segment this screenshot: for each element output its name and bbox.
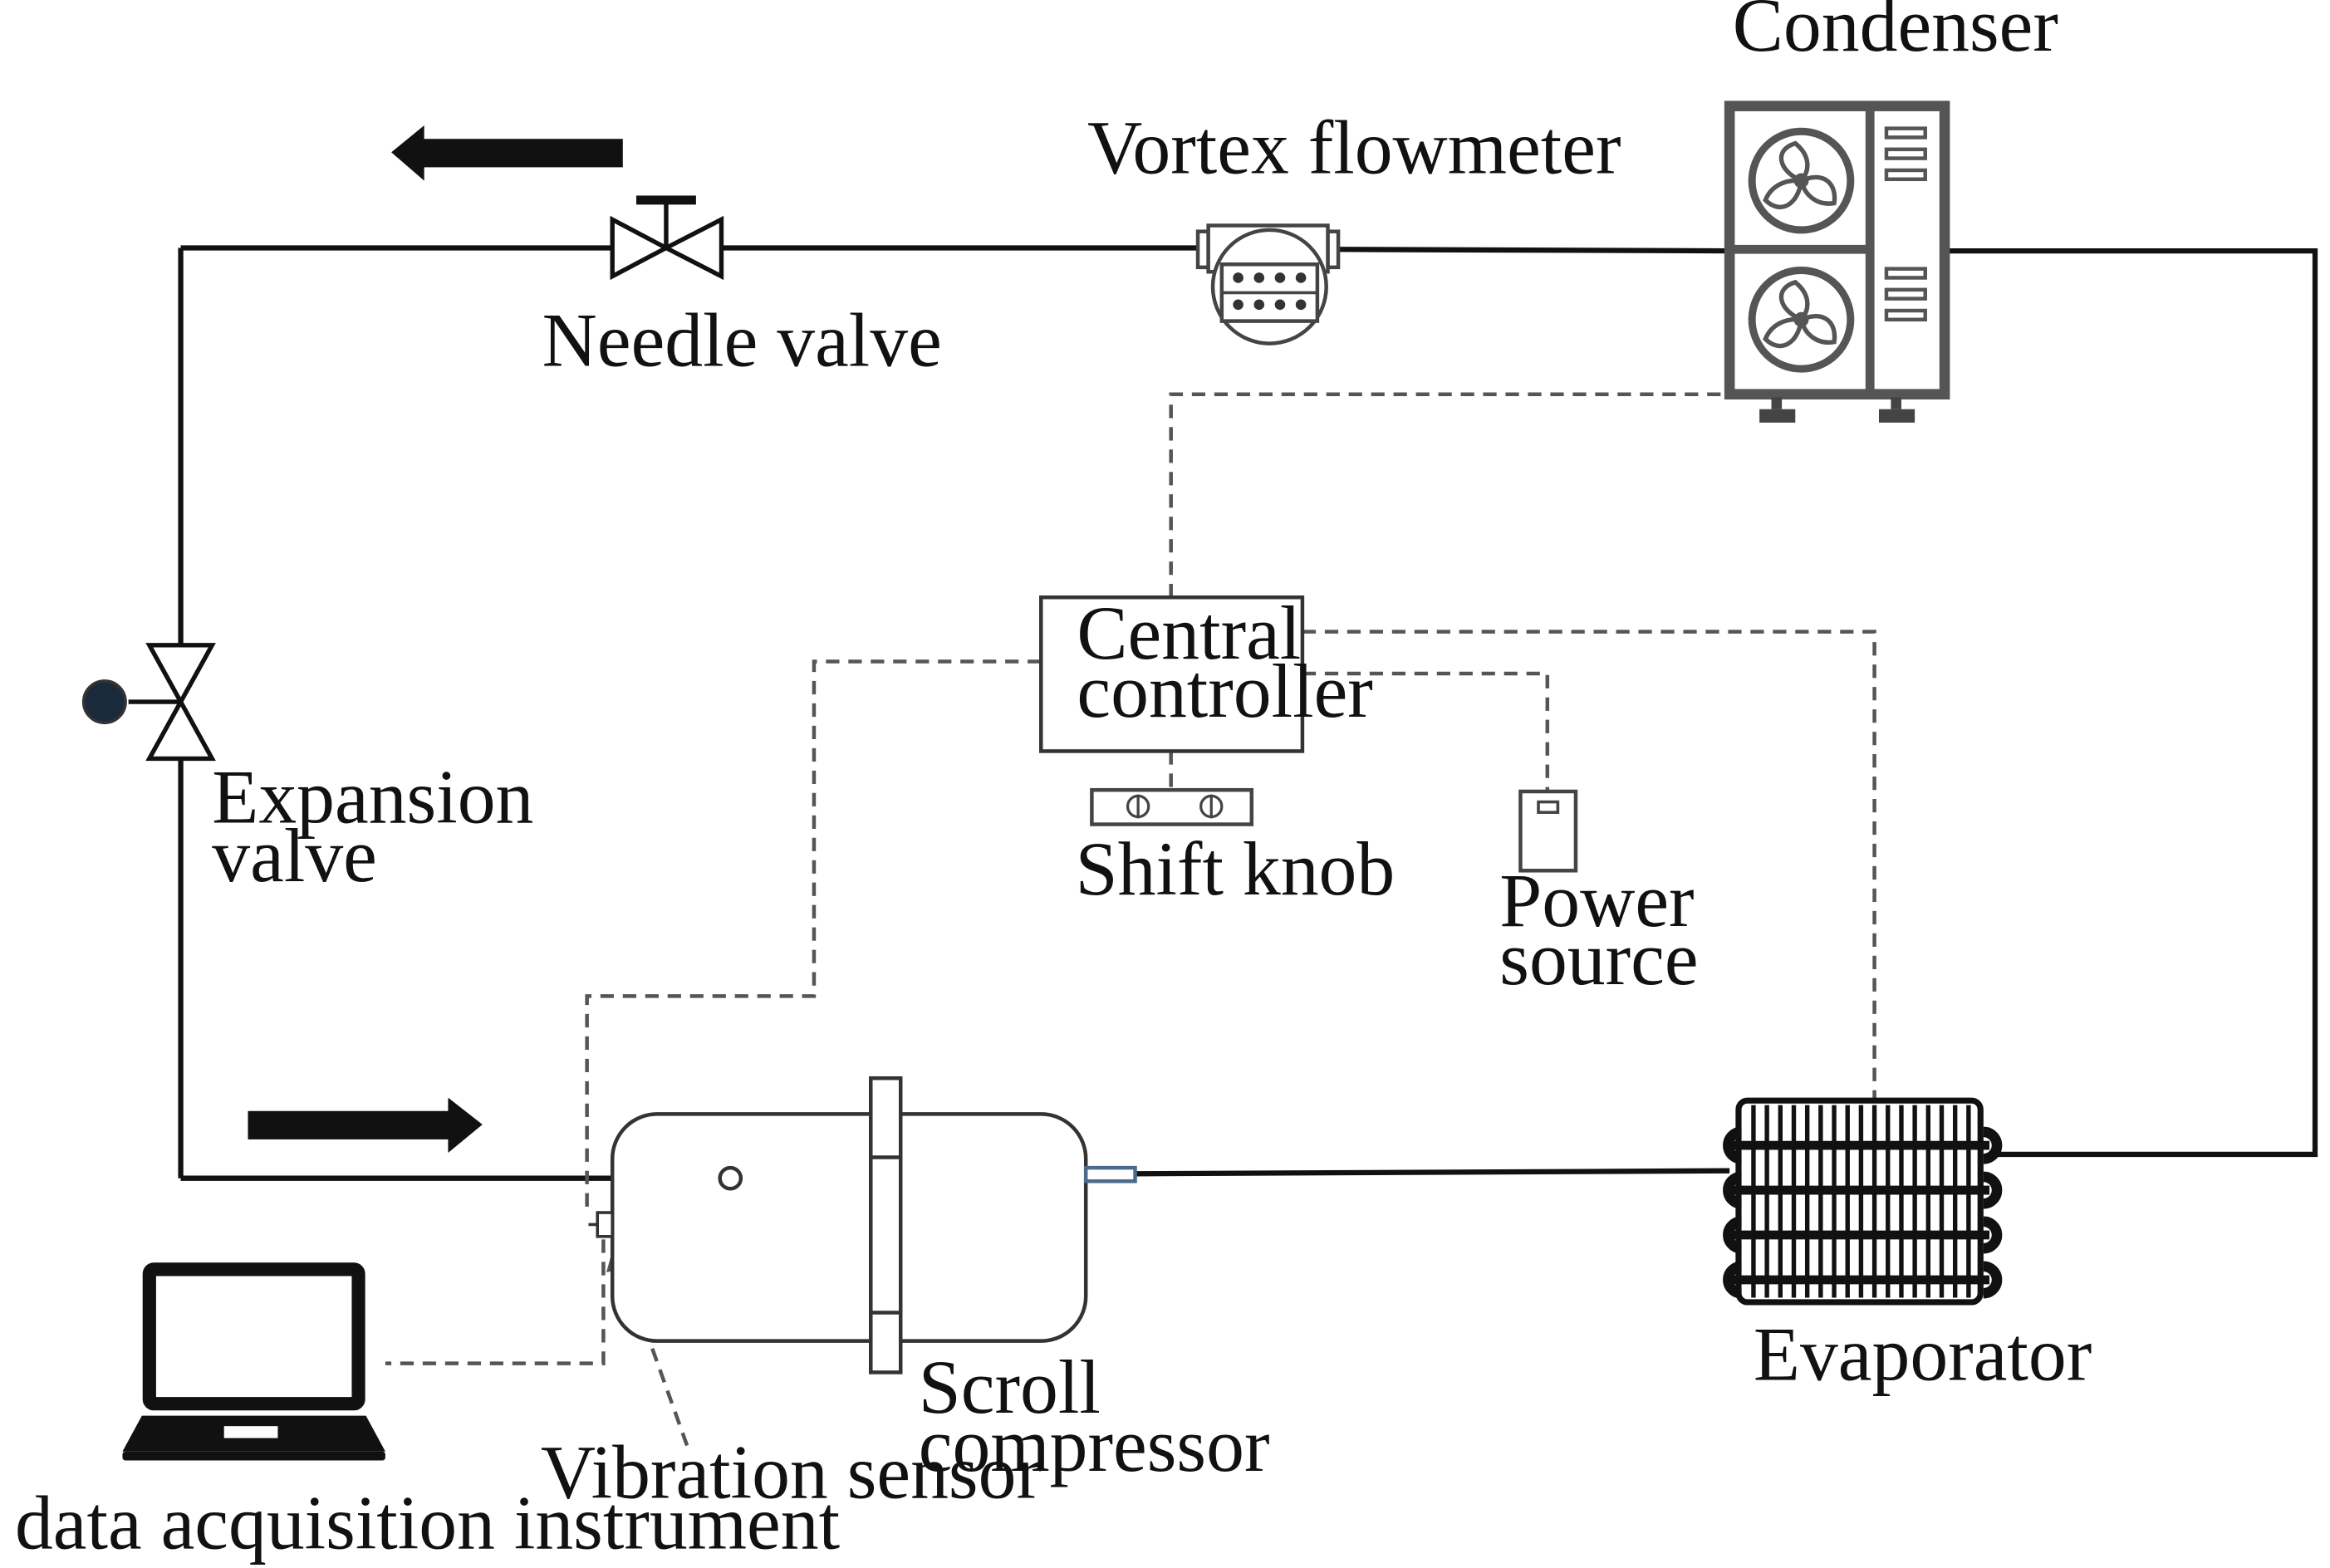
flow-arrow-bottom <box>248 1097 483 1154</box>
signal-controller-power <box>1302 671 1550 791</box>
label-shift-knob: Shift knob <box>1076 826 1396 911</box>
label-expansion-valve-line2: valve <box>212 813 377 898</box>
compressor-outlet-port <box>1083 1165 1137 1183</box>
label-power-source-line2: source <box>1499 916 1698 1001</box>
label-condenser: Condenser <box>1733 0 2058 67</box>
condenser <box>1724 100 1950 423</box>
evaporator-fins <box>1751 1105 1971 1298</box>
flow-arrow-top <box>391 125 623 181</box>
compressor-inlet-port <box>718 1165 743 1191</box>
needle-valve <box>610 195 724 281</box>
evaporator-tubes <box>1732 1140 1990 1285</box>
label-needle-valve: Needle valve <box>542 298 942 383</box>
label-vibration-sensor: Vibration sensor <box>541 1429 1042 1514</box>
condenser-feet <box>1759 397 1916 423</box>
expansion-valve-bulb <box>81 679 127 725</box>
central-controller <box>1039 595 1305 753</box>
signal-controller-evaporator <box>1302 630 1876 1101</box>
label-power-source-line1: Power <box>1499 858 1694 943</box>
pipe-right-loop <box>1945 247 2318 1158</box>
shift-knob <box>1090 787 1254 826</box>
diagram-labels: Condenser Vortex flowmeter Needle valve … <box>15 0 2092 1566</box>
pipe-top-right <box>1339 247 1730 254</box>
condenser-vents <box>1884 126 1927 322</box>
label-expansion-valve-line1: Expansion <box>212 755 533 840</box>
vortex-flowmeter <box>1195 223 1341 345</box>
pipe-bottom-outlet <box>1135 1168 1730 1177</box>
signal-sensor-daq <box>385 1239 606 1365</box>
label-data-acquisition-instrument: data acquisition instrument <box>15 1481 840 1566</box>
label-central-controller-line2: controller <box>1077 649 1372 733</box>
label-central-controller-line1: Central <box>1077 590 1301 675</box>
expansion-valve <box>81 643 216 762</box>
label-scroll-compressor-line1: Scroll <box>919 1345 1101 1429</box>
label-scroll-compressor-line2: compressor <box>919 1403 1270 1487</box>
signal-controller-sensor <box>585 659 1042 1210</box>
label-vortex-flowmeter: Vortex flowmeter <box>1087 105 1621 190</box>
power-source <box>1518 789 1578 873</box>
signal-controller-condenser <box>1169 392 1733 598</box>
refrigerant-pipe-loop <box>178 245 2318 1181</box>
vibration-sensor <box>588 1211 615 1238</box>
condenser-fan-bottom-icon <box>1748 266 1855 373</box>
condenser-fan-top-icon <box>1748 127 1855 234</box>
scroll-compressor <box>610 1076 1137 1374</box>
evaporator <box>1723 1097 2003 1306</box>
laptop-icon <box>122 1262 385 1461</box>
label-evaporator: Evaporator <box>1754 1311 2092 1396</box>
